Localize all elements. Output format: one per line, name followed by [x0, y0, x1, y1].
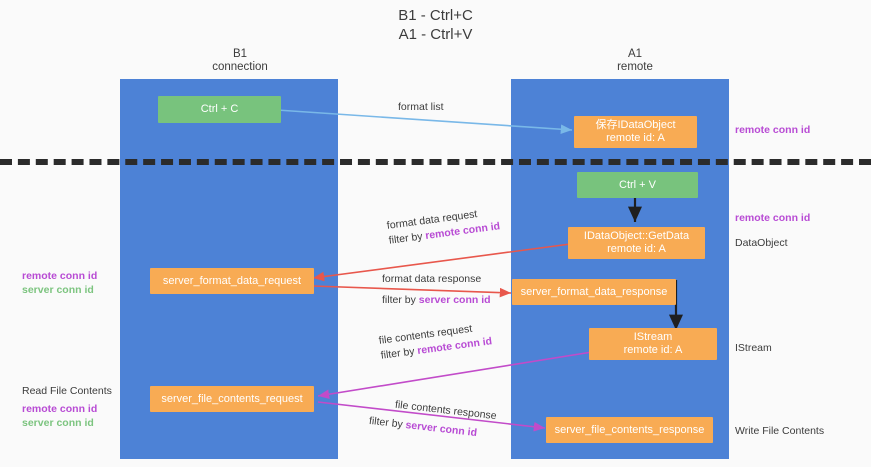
annotation-text: Write File Contents [735, 425, 825, 437]
edge-label-format-data-response-line2: filter by server conn id [382, 293, 491, 308]
node-save-idataobject-line1: 保存IDataObject [595, 119, 676, 131]
filter-by-prefix: filter by [380, 345, 419, 362]
annotation-left-conn-ids-low: remote conn id server conn id [22, 402, 97, 430]
annotation-right-write-file-contents: Write File Contents [735, 424, 824, 438]
node-ctrl-c-label: Ctrl + C [200, 103, 239, 115]
annotation-right-dataobject: DataObject [735, 236, 788, 250]
node-server-format-data-response[interactable]: server_format_data_response [512, 279, 676, 305]
node-save-idataobject[interactable]: 保存IDataObject remote id: A [574, 116, 697, 148]
page-title: B1 - Ctrl+C A1 - Ctrl+V [398, 7, 473, 43]
edge-label-format-data-response-line1: format data response [382, 273, 482, 285]
annotation-server-conn-id: server conn id [22, 284, 94, 296]
node-ctrl-c[interactable]: Ctrl + C [158, 96, 281, 123]
filter-by-prefix: filter by [382, 294, 419, 306]
edge-label-file-contents-request: file contents request filter by remote c… [378, 319, 493, 363]
annotation-text: DataObject [735, 237, 788, 249]
node-istream-line1: IStream [633, 331, 673, 343]
node-server-file-contents-response-label: server_file_contents_response [554, 423, 705, 436]
node-istream-line2: remote id: A [623, 344, 683, 356]
annotation-left-read-file-contents: Read File Contents [22, 384, 112, 398]
filter-by-prefix: filter by [368, 414, 407, 431]
annotation-remote-conn-id: remote conn id [22, 403, 98, 415]
node-ctrl-v-label: Ctrl + V [619, 178, 656, 191]
annotation-text: remote conn id [735, 212, 811, 224]
node-getdata-line1: IDataObject::GetData [583, 230, 690, 242]
column-header-b1: B1 connection [212, 48, 268, 73]
annotation-right-remote-conn-id-mid: remote conn id [735, 211, 810, 225]
node-server-file-contents-response[interactable]: server_file_contents_response [546, 417, 713, 443]
annotation-right-remote-conn-id-top: remote conn id [735, 123, 810, 137]
node-ctrl-v[interactable]: Ctrl + V [577, 172, 698, 198]
edge-label-format-list-text: format list [398, 101, 444, 113]
annotation-right-istream: IStream [735, 341, 772, 355]
filter-by-server-conn-id: server conn id [418, 294, 491, 306]
annotation-text: IStream [735, 342, 772, 354]
node-server-format-data-request[interactable]: server_format_data_request [150, 268, 314, 294]
node-idataobject-getdata[interactable]: IDataObject::GetData remote id: A [568, 227, 705, 259]
node-server-format-data-response-label: server_format_data_response [520, 285, 668, 298]
edge-label-format-data-request: format data request filter by remote con… [386, 204, 501, 248]
node-server-file-contents-request[interactable]: server_file_contents_request [150, 386, 314, 412]
annotation-left-conn-ids-mid: remote conn id server conn id [22, 269, 97, 297]
filter-by-prefix: filter by [388, 230, 427, 247]
node-getdata-line2: remote id: A [607, 243, 666, 255]
filter-by-server-conn-id: server conn id [404, 419, 478, 440]
column-header-a1: A1 remote [617, 48, 653, 73]
annotation-text: remote conn id [735, 124, 811, 136]
node-save-idataobject-line2: remote id: A [606, 132, 665, 144]
edge-label-format-data-response: format data response filter by server co… [382, 272, 491, 308]
node-istream[interactable]: IStream remote id: A [589, 328, 717, 360]
section-divider [0, 159, 871, 165]
node-server-format-data-request-label: server_format_data_request [162, 274, 302, 287]
annotation-remote-conn-id: remote conn id [22, 270, 98, 282]
edge-label-format-list: format list [398, 100, 444, 115]
annotation-text: Read File Contents [22, 385, 112, 397]
node-server-file-contents-request-label: server_file_contents_request [161, 392, 303, 405]
edge-label-file-contents-response: file contents response filter by server … [368, 395, 497, 443]
annotation-server-conn-id: server conn id [22, 417, 94, 429]
